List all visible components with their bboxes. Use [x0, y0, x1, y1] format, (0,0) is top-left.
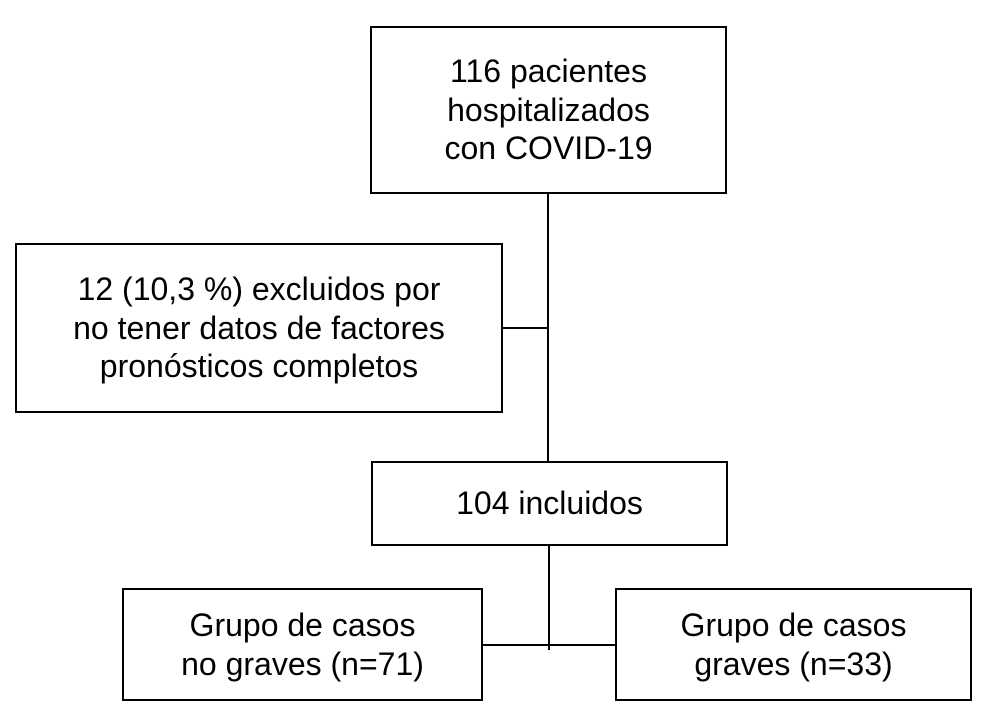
total-patients-line-1: 116 pacientes: [450, 53, 647, 90]
severe-group-text: Grupo de casos graves (n=33): [681, 606, 907, 683]
excluded-patients-line-3: pronósticos completos: [99, 348, 419, 385]
total-patients-box: 116 pacientes hospitalizados con COVID-1…: [370, 26, 727, 194]
severe-group-line-1: Grupo de casos: [680, 607, 907, 644]
total-patients-text: 116 pacientes hospitalizados con COVID-1…: [444, 52, 652, 167]
non-severe-group-box: Grupo de casos no graves (n=71): [122, 588, 483, 701]
included-patients-box: 104 incluidos: [371, 461, 728, 546]
excluded-patients-box: 12 (10,3 %) excluidos por no tener datos…: [15, 243, 503, 413]
included-patients-text: 104 incluidos: [456, 484, 643, 522]
total-patients-line-2: hospitalizados: [447, 91, 650, 128]
non-severe-group-line-1: Grupo de casos: [189, 607, 416, 644]
non-severe-group-line-2: no graves (n=71): [181, 645, 424, 682]
severe-group-line-2: graves (n=33): [694, 645, 893, 682]
excluded-patients-text: 12 (10,3 %) excluidos por no tener datos…: [73, 270, 445, 385]
excluded-patients-line-1: 12 (10,3 %) excluidos por: [77, 271, 441, 308]
total-patients-line-3: con COVID-19: [444, 130, 653, 167]
included-patients-line-1: 104 incluidos: [456, 485, 643, 522]
severe-group-box: Grupo de casos graves (n=33): [615, 588, 972, 701]
excluded-patients-line-2: no tener datos de factores: [73, 309, 445, 346]
non-severe-group-text: Grupo de casos no graves (n=71): [181, 606, 424, 683]
